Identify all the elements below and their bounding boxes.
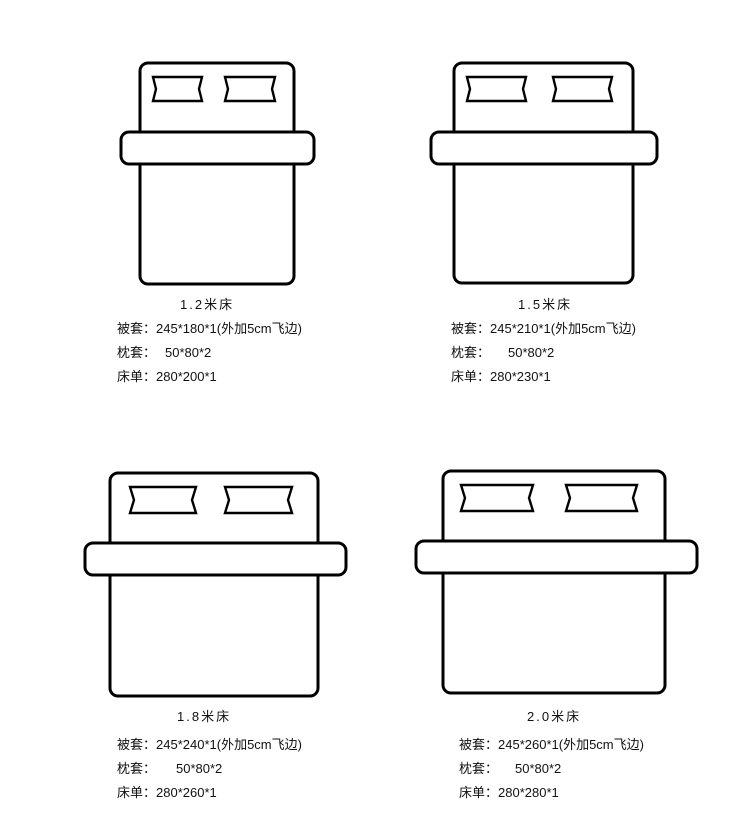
duvet-cover-spec: 被套：245*240*1(外加5cm飞边) (117, 733, 302, 757)
bed-frame (452, 61, 635, 285)
spec-value: 245*180*1(外加5cm飞边) (156, 321, 302, 336)
bed-spec-list: 被套：245*240*1(外加5cm飞边) 枕套： 50*80*2 床单：280*… (117, 733, 302, 805)
pillowcase-spec: 枕套： 50*80*2 (451, 341, 636, 365)
pillow-icon (459, 483, 535, 513)
pillow-icon (223, 75, 277, 103)
pillow-icon (465, 75, 528, 103)
spec-key: 床单： (117, 369, 157, 384)
pillow-icon (128, 485, 198, 515)
bed-2-0m-illustration (414, 469, 699, 695)
spec-key: 床单： (451, 369, 491, 384)
pillow-icon (223, 485, 294, 515)
bed-spec-list: 被套：245*260*1(外加5cm飞边) 枕套： 50*80*2 床单：280*… (459, 733, 644, 805)
bed-1-2m-illustration (119, 61, 316, 286)
spec-value: 280*200*1 (156, 369, 217, 384)
bed-spec-list: 被套：245*180*1(外加5cm飞边) 枕套： 50*80*2 床单：280*… (117, 317, 302, 389)
spec-key: 枕套： (117, 345, 157, 360)
spec-key: 被套： (451, 321, 491, 336)
pillow-icon (151, 75, 204, 103)
spec-value: 245*210*1(外加5cm飞边) (490, 321, 636, 336)
pillow-icon (564, 483, 639, 513)
spec-value: 280*260*1 (156, 785, 217, 800)
pillowcase-spec: 枕套： 50*80*2 (459, 757, 644, 781)
spec-value: 280*280*1 (498, 785, 559, 800)
spec-value: 50*80*2 (515, 761, 562, 776)
bed-frame (138, 61, 296, 286)
spec-key: 被套： (459, 737, 499, 752)
bed-sheet-spec: 床单：280*230*1 (451, 365, 636, 389)
duvet-cover-spec: 被套：245*210*1(外加5cm飞边) (451, 317, 636, 341)
spec-key: 被套： (117, 737, 157, 752)
spec-key: 被套： (117, 321, 157, 336)
bed-size-label: 1.8米床 (177, 709, 232, 724)
duvet-cover-spec: 被套：245*180*1(外加5cm飞边) (117, 317, 302, 341)
bed-1-5m-illustration (429, 61, 659, 285)
bed-size-label: 1.5米床 (518, 297, 573, 312)
bed-sheet-spec: 床单：280*260*1 (117, 781, 302, 805)
spec-value: 280*230*1 (490, 369, 551, 384)
spec-value: 245*240*1(外加5cm飞边) (156, 737, 302, 752)
spec-value: 50*80*2 (508, 345, 555, 360)
spec-value: 50*80*2 (165, 345, 212, 360)
duvet-fold (119, 130, 316, 166)
spec-key: 床单： (459, 785, 499, 800)
spec-value: 50*80*2 (176, 761, 223, 776)
bed-size-label: 1.2米床 (180, 297, 235, 312)
bed-spec-list: 被套：245*210*1(外加5cm飞边) 枕套： 50*80*2 床单：280*… (451, 317, 636, 389)
spec-key: 枕套： (117, 761, 157, 776)
spec-key: 枕套： (451, 345, 491, 360)
duvet-fold (429, 130, 659, 166)
duvet-cover-spec: 被套：245*260*1(外加5cm飞边) (459, 733, 644, 757)
bed-1-8m-illustration (83, 471, 348, 698)
spec-value: 245*260*1(外加5cm飞边) (498, 737, 644, 752)
pillowcase-spec: 枕套： 50*80*2 (117, 757, 302, 781)
bed-frame (108, 471, 320, 698)
pillow-icon (551, 75, 614, 103)
spec-key: 床单： (117, 785, 157, 800)
duvet-fold (83, 541, 348, 577)
bed-frame (441, 469, 667, 695)
bed-size-label: 2.0米床 (527, 709, 582, 724)
bed-sheet-spec: 床单：280*280*1 (459, 781, 644, 805)
bed-sheet-spec: 床单：280*200*1 (117, 365, 302, 389)
duvet-fold (414, 539, 699, 575)
spec-key: 枕套： (459, 761, 499, 776)
pillowcase-spec: 枕套： 50*80*2 (117, 341, 302, 365)
